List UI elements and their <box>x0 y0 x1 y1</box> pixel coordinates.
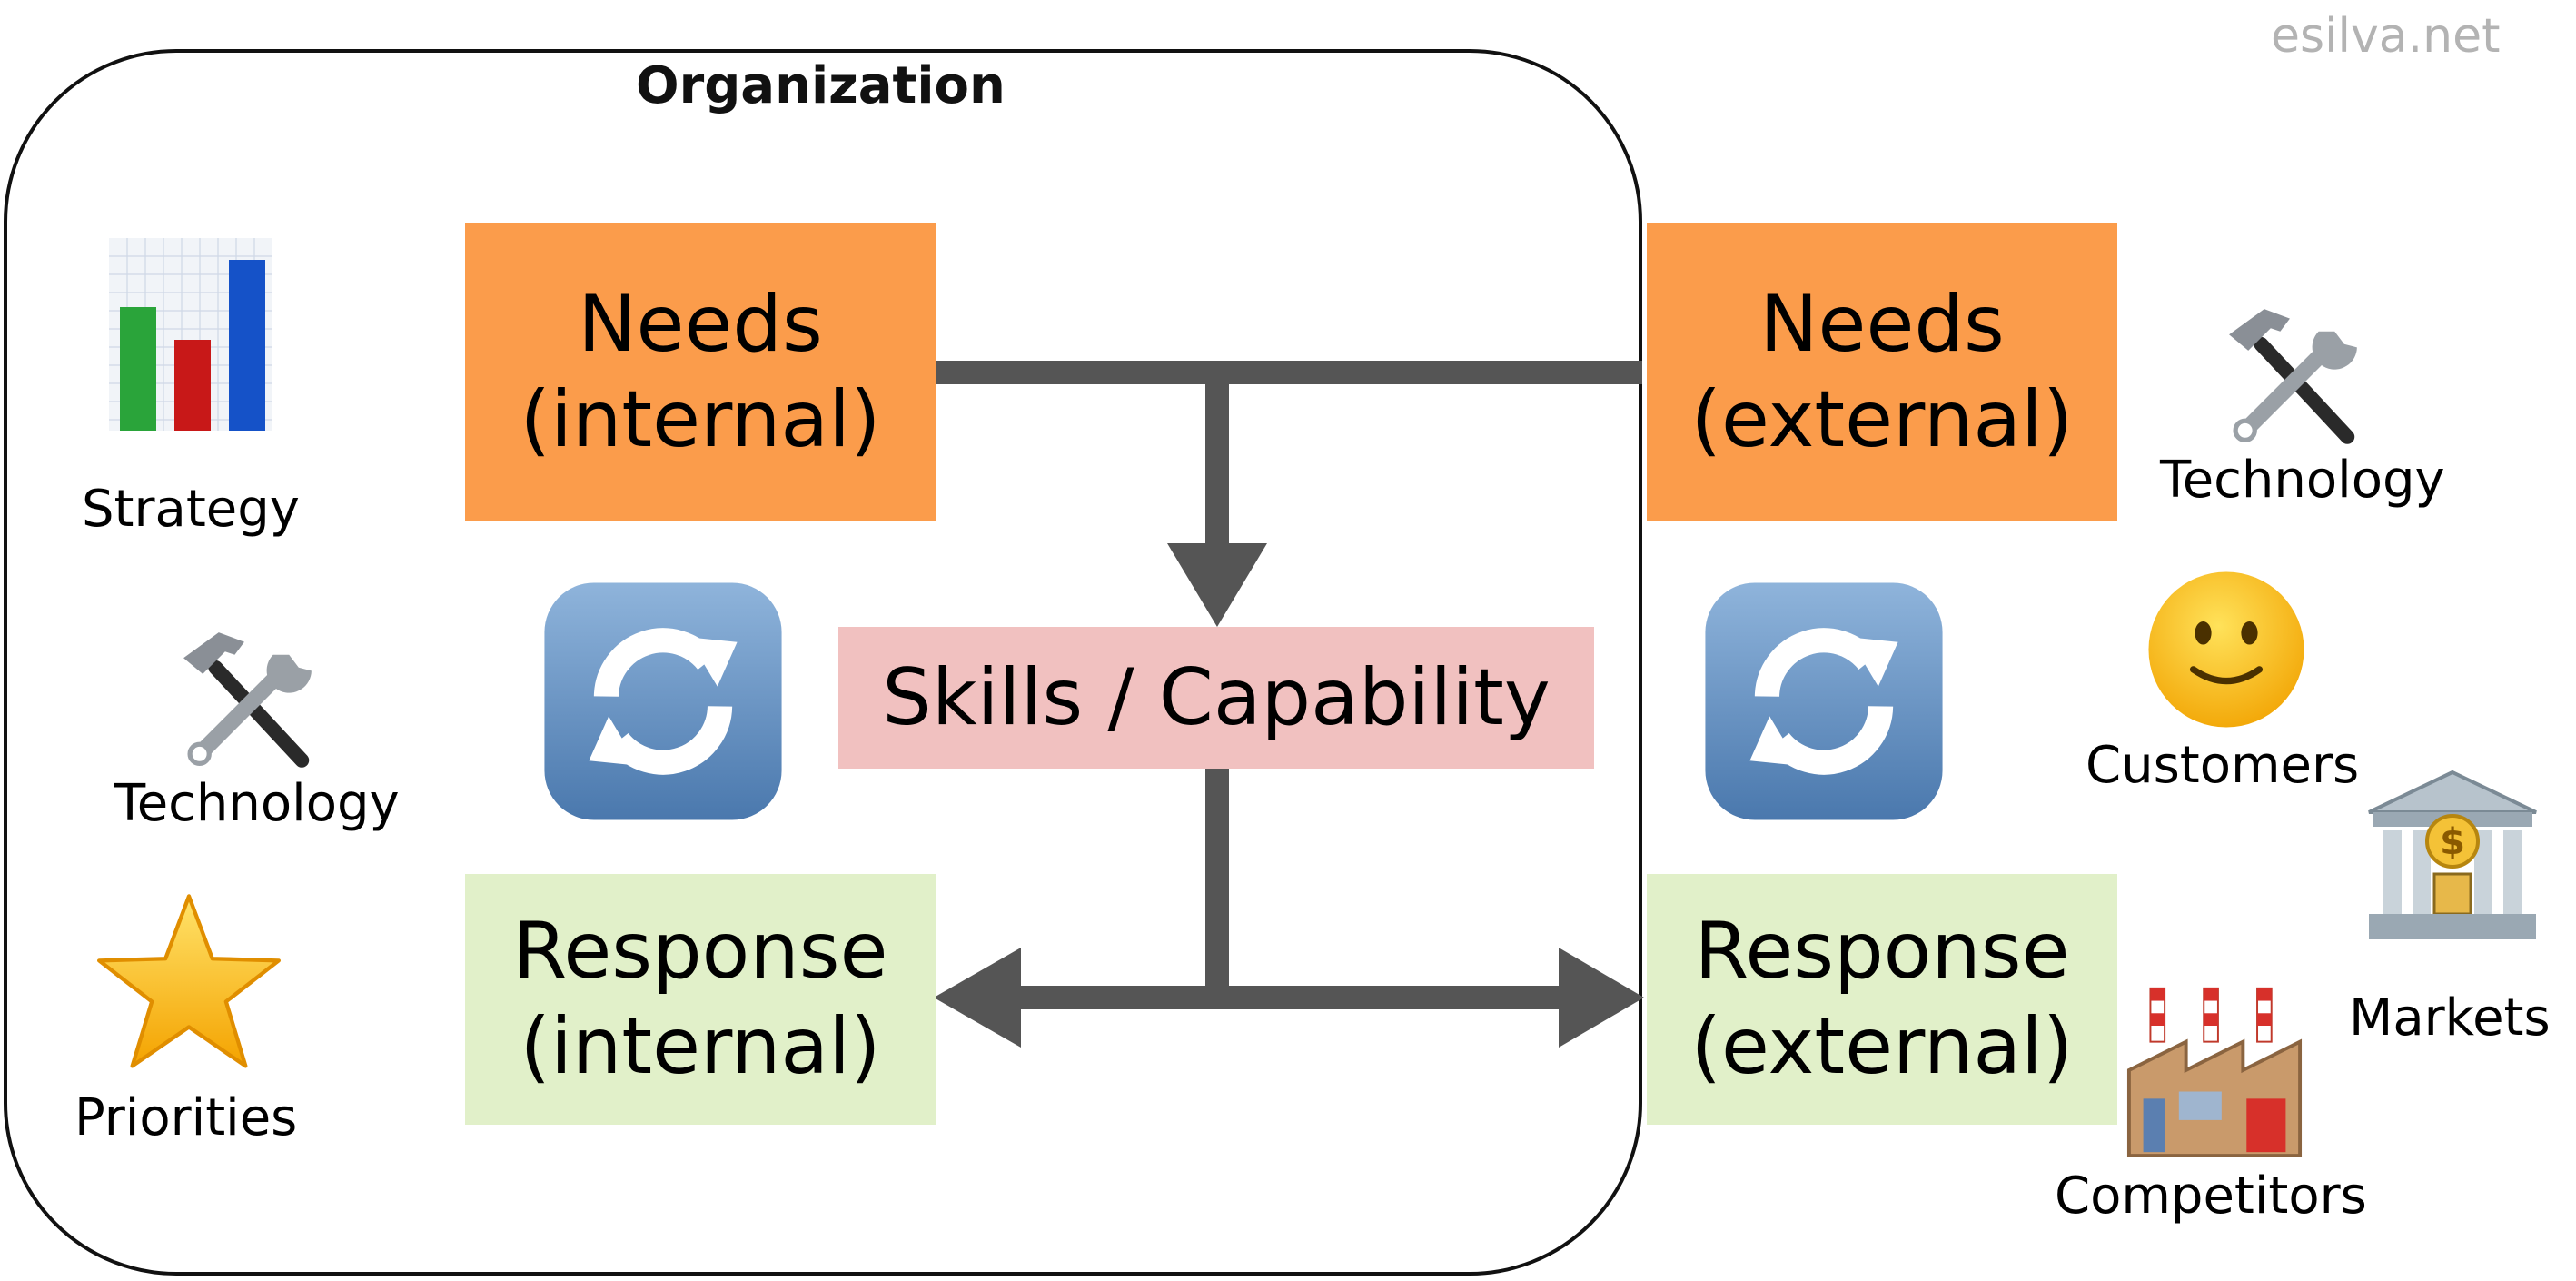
svg-text:$: $ <box>2440 821 2465 863</box>
needs-external-box: Needs (external) <box>1647 223 2117 521</box>
skills-capability-box: Skills / Capability <box>838 627 1594 769</box>
competitors-label: Competitors <box>2055 1167 2367 1226</box>
star-icon <box>97 894 281 1068</box>
response-external-box: Response (external) <box>1647 874 2117 1125</box>
bank-icon: $ <box>2368 770 2537 939</box>
technology-internal-label: Technology <box>114 774 400 833</box>
refresh-icon <box>1705 582 1943 820</box>
needs-internal-box: Needs (internal) <box>465 223 936 521</box>
customers-label: Customers <box>2086 736 2360 795</box>
factory-icon <box>2126 987 2303 1158</box>
strategy-label: Strategy <box>82 480 300 539</box>
markets-label: Markets <box>2349 988 2551 1048</box>
arrowhead-down <box>1167 543 1267 627</box>
hammer-wrench-icon <box>183 632 312 768</box>
smiley-icon <box>2148 571 2304 728</box>
arrowhead-left <box>934 948 1021 1048</box>
technology-external-label: Technology <box>2160 451 2445 510</box>
organization-frame <box>4 49 1642 1276</box>
organization-title: Organization <box>636 56 1006 115</box>
priorities-label: Priorities <box>74 1088 298 1147</box>
response-internal-box: Response (internal) <box>465 874 936 1125</box>
arrowhead-right <box>1559 948 1644 1048</box>
refresh-icon <box>544 582 782 820</box>
watermark: esilva.net <box>2271 9 2501 64</box>
hammer-wrench-icon <box>2229 309 2357 444</box>
bar-chart-icon <box>109 238 272 431</box>
